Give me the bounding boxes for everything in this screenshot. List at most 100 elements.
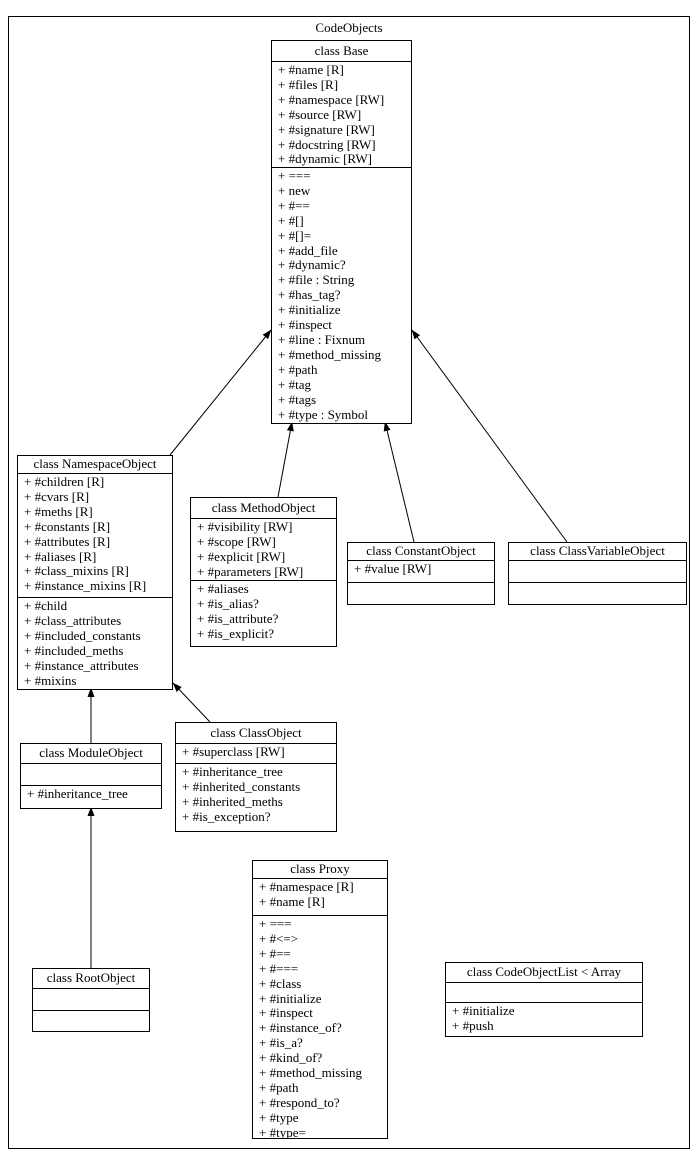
method-row: + #is_explicit? [197, 625, 275, 641]
method-row: + new [278, 182, 311, 198]
attribute-row: + #value [RW] [354, 561, 432, 576]
attribute-row: + #constants [R] [24, 518, 111, 534]
attribute-row: + #children [R] [24, 474, 105, 489]
method-row: + #included_constants [24, 627, 141, 643]
methods-section: + #child+ #class_attributes+ #included_c… [18, 598, 172, 689]
method-row: + #== [259, 945, 291, 961]
methods-section: + #aliases+ #is_alias?+ #is_attribute?+ … [191, 581, 336, 646]
attribute-row: + #name [R] [259, 893, 325, 909]
method-row: + #line : Fixnum [278, 331, 366, 347]
method-row: + #dynamic? [278, 257, 346, 273]
class-title: class MethodObject [191, 498, 336, 519]
method-row: + #file : String [278, 272, 355, 288]
class-title: class CodeObjectList < Array [446, 963, 642, 983]
attributes-section: + #name [R]+ #files [R]+ #namespace [RW]… [272, 62, 411, 168]
package-title: CodeObjects [315, 20, 383, 35]
method-row: + #respond_to? [259, 1094, 340, 1110]
method-row: + #initialize [259, 990, 322, 1006]
method-row: + #type= [259, 1124, 306, 1138]
attribute-row: + #aliases [R] [24, 548, 97, 564]
attribute-row: + #dynamic [RW] [278, 151, 372, 167]
class-title: class ClassObject [176, 723, 336, 744]
attributes-section: + #namespace [R]+ #name [R] [253, 879, 387, 916]
method-row: + #tag [278, 376, 311, 392]
inheritance-arrow-namespaceobject-to-base [169, 329, 272, 456]
methods-section: + #inheritance_tree [21, 786, 161, 808]
method-row: + #is_attribute? [197, 610, 279, 626]
class-box-proxy: class Proxy+ #namespace [R]+ #name [R]+ … [252, 860, 388, 1139]
method-row: + #== [278, 197, 310, 213]
method-row: + #path [278, 361, 318, 377]
method-row: + #inherited_constants [182, 778, 301, 794]
methods-section: + ===+ #<=>+ #==+ #===+ #class+ #initial… [253, 916, 387, 1138]
attribute-row: + #docstring [RW] [278, 136, 376, 152]
method-row: + === [259, 916, 292, 931]
attribute-row: + #attributes [R] [24, 533, 111, 549]
method-row: + #type [259, 1109, 299, 1125]
class-box-constantobject: class ConstantObject+ #value [RW] [347, 542, 495, 605]
method-row: + #mixins [24, 672, 77, 688]
method-row: + #type : Symbol [278, 406, 369, 422]
attributes-section [33, 989, 149, 1011]
attribute-row: + #files [R] [278, 76, 339, 92]
class-title: class Proxy [253, 861, 387, 879]
method-row: + #add_file [278, 242, 338, 258]
method-row: + #inspect [278, 317, 332, 333]
method-row: + #<=> [259, 930, 299, 946]
method-row: + #inheritance_tree [27, 786, 128, 801]
methods-section: + #initialize+ #push [446, 1003, 642, 1036]
class-box-classobject: class ClassObject+ #superclass [RW]+ #in… [175, 722, 337, 832]
method-row: + #child [24, 598, 68, 613]
method-row: + #inherited_meths [182, 793, 283, 809]
attribute-row: + #signature [RW] [278, 121, 375, 137]
attributes-section: + #children [R]+ #cvars [R]+ #meths [R]+… [18, 474, 172, 598]
class-title: class NamespaceObject [18, 456, 172, 474]
inheritance-arrow-methodobject-to-base [277, 421, 294, 498]
attributes-section [509, 561, 686, 583]
attribute-row: + #meths [R] [24, 503, 93, 519]
attribute-row: + #name [R] [278, 62, 344, 77]
method-row: + #instance_attributes [24, 657, 139, 673]
class-title: class RootObject [33, 969, 149, 989]
method-row: + #is_alias? [197, 595, 259, 611]
method-row: + #[]= [278, 227, 312, 243]
method-row: + #included_meths [24, 642, 124, 658]
method-row: + #method_missing [278, 346, 382, 362]
method-row: + #class [259, 975, 302, 991]
method-row: + #kind_of? [259, 1050, 323, 1066]
attribute-row: + #source [RW] [278, 106, 362, 122]
methods-section [348, 583, 494, 604]
method-row: + #push [452, 1017, 494, 1033]
method-row: + #instance_of? [259, 1020, 342, 1036]
attribute-row: + #cvars [R] [24, 488, 90, 504]
attribute-row: + #class_mixins [R] [24, 563, 129, 579]
inheritance-arrow-classvariableobject-to-base [411, 329, 568, 543]
attribute-row: + #explicit [RW] [197, 548, 286, 564]
methods-section: + ===+ new+ #==+ #[]+ #[]=+ #add_file+ #… [272, 168, 411, 423]
method-row: + #inspect [259, 1005, 313, 1021]
method-row: + #tags [278, 391, 317, 407]
attributes-section [446, 983, 642, 1003]
class-title: class ModuleObject [21, 744, 161, 764]
method-row: + #is_exception? [182, 808, 271, 824]
inheritance-arrow-constantobject-to-base [383, 421, 415, 543]
method-row: + #method_missing [259, 1065, 363, 1081]
class-box-codeobjectlist: class CodeObjectList < Array + #initializ… [445, 962, 643, 1037]
attribute-row: + #instance_mixins [R] [24, 578, 147, 594]
method-row: + #initialize [278, 302, 341, 318]
method-row: + #has_tag? [278, 287, 341, 303]
class-title: class Base [272, 41, 411, 62]
attribute-row: + #parameters [RW] [197, 563, 304, 579]
attributes-section: + #value [RW] [348, 561, 494, 583]
class-box-classvariableobject: class ClassVariableObject [508, 542, 687, 605]
methods-section [33, 1011, 149, 1031]
attributes-section: + #visibility [RW]+ #scope [RW]+ #explic… [191, 519, 336, 581]
method-row: + #initialize [452, 1003, 515, 1018]
method-row: + #path [259, 1079, 299, 1095]
method-row: + #class_attributes [24, 612, 122, 628]
methods-section [509, 583, 686, 604]
class-box-base: class Base+ #name [R]+ #files [R]+ #name… [271, 40, 412, 424]
attribute-row: + #namespace [R] [259, 879, 354, 894]
